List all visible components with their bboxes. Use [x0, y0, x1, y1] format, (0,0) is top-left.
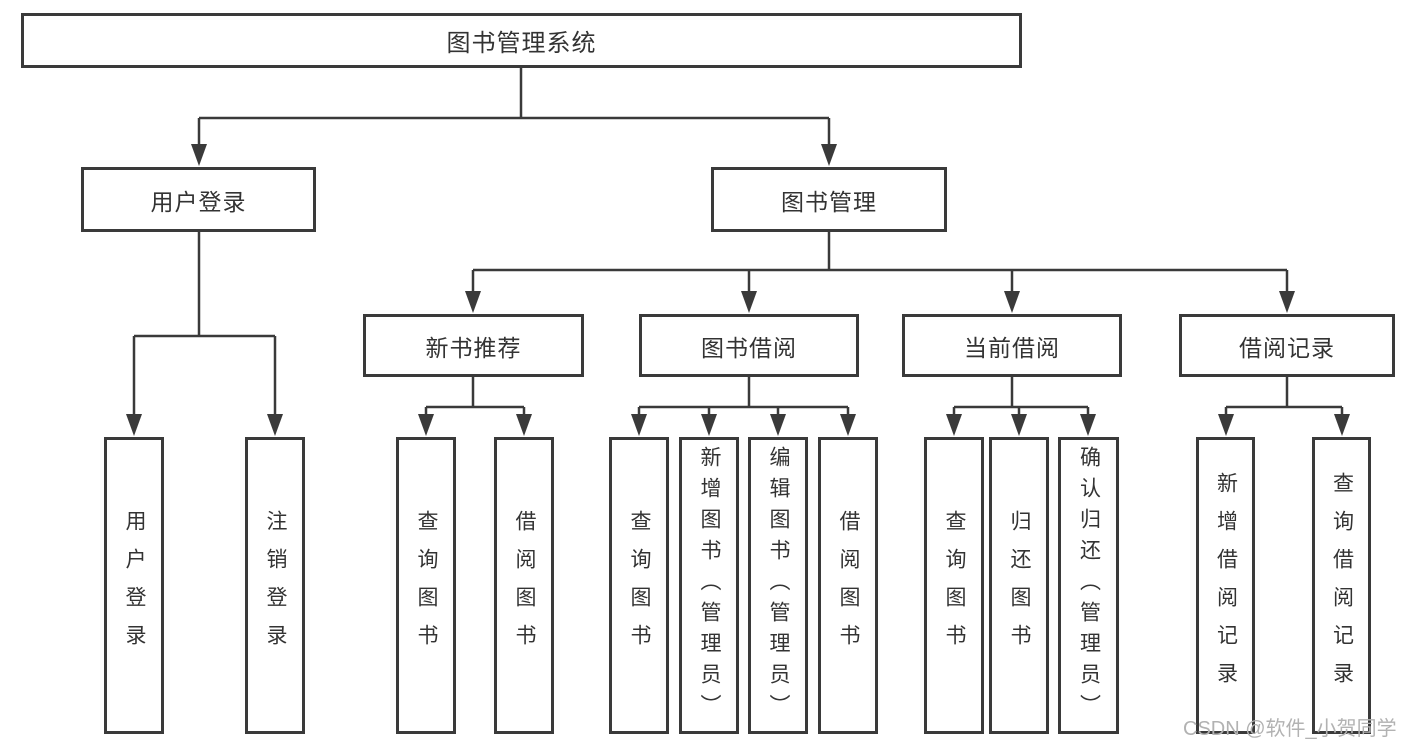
node-root-system: 图书管理系统: [21, 13, 1022, 68]
node-book-borrow: 图书借阅: [639, 314, 859, 377]
leaf-add-books-admin: 新增图书（管理员）: [679, 437, 739, 734]
leaf-query-borrow-record: 查询借阅记录: [1312, 437, 1371, 734]
node-user-login-module: 用户登录: [81, 167, 316, 232]
leaf-user-login: 用户登录: [104, 437, 164, 734]
leaf-query-books-recommend: 查询图书: [396, 437, 456, 734]
leaf-query-books-current: 查询图书: [924, 437, 984, 734]
node-borrow-records: 借阅记录: [1179, 314, 1395, 377]
leaf-borrow-books: 借阅图书: [818, 437, 878, 734]
node-new-book-recommend: 新书推荐: [363, 314, 584, 377]
leaf-query-books-borrow: 查询图书: [609, 437, 669, 734]
leaf-add-borrow-record: 新增借阅记录: [1196, 437, 1255, 734]
arrowheads: [126, 144, 1350, 436]
node-book-management-module: 图书管理: [711, 167, 947, 232]
leaf-borrow-books-recommend: 借阅图书: [494, 437, 554, 734]
leaf-logout: 注销登录: [245, 437, 305, 734]
leaf-edit-books-admin: 编辑图书（管理员）: [748, 437, 808, 734]
csdn-watermark: CSDN @软件_小贺同学: [1183, 718, 1397, 740]
leaf-return-books: 归还图书: [989, 437, 1049, 734]
node-current-borrow: 当前借阅: [902, 314, 1122, 377]
leaf-confirm-return-admin: 确认归还（管理员）: [1058, 437, 1119, 734]
